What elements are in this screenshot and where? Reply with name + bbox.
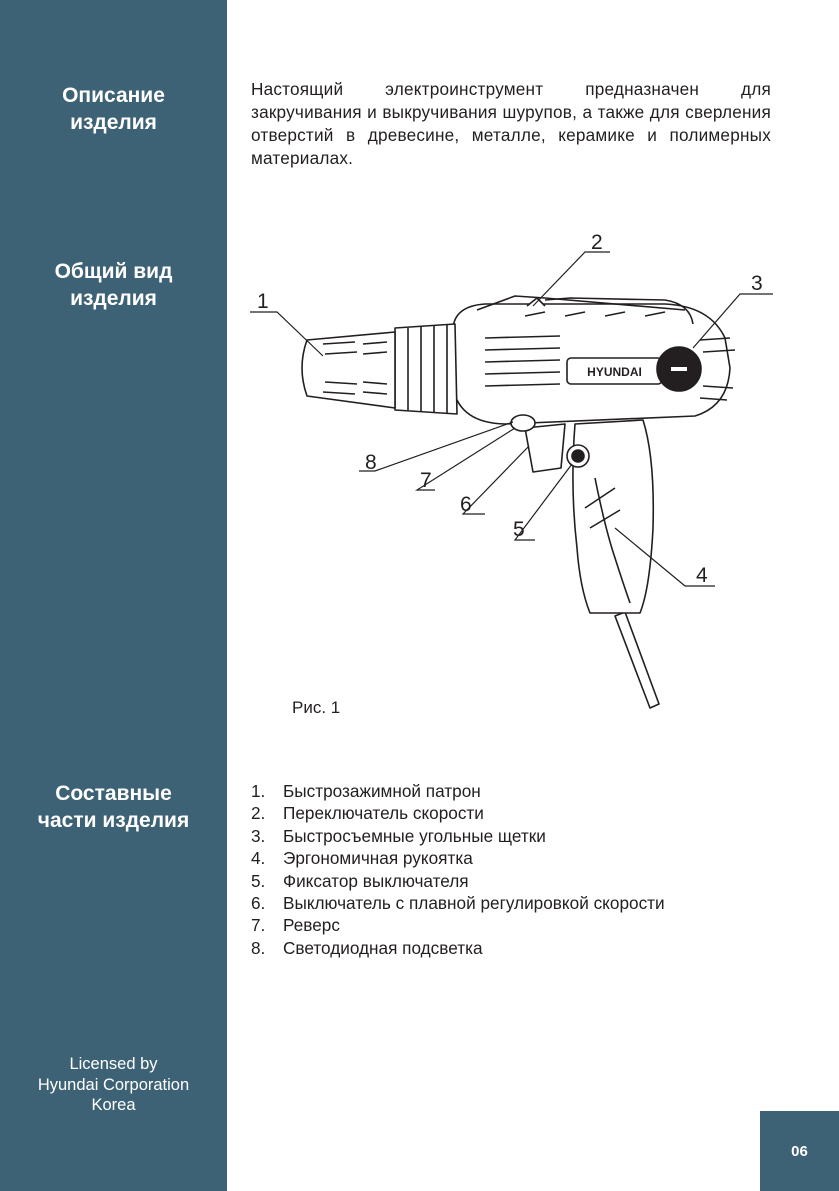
drill-handle	[572, 419, 655, 614]
list-item-label: Быстросъемные угольные щетки	[283, 825, 546, 846]
list-item-number: 6.	[251, 893, 266, 914]
power-cable	[614, 611, 660, 709]
callout-8: 8	[365, 451, 377, 474]
drill-figure: HYUNDAI 1 2 3 4 5 6 7 8	[245, 228, 785, 728]
callout-5: 5	[513, 518, 525, 541]
figure-caption: Рис. 1	[292, 698, 341, 717]
trigger	[524, 423, 566, 473]
callout-6: 6	[460, 493, 472, 516]
list-item-number: 1.	[251, 781, 266, 801]
list-item-label: Светодиодная подсветка	[283, 937, 483, 958]
heading-description-line2: изделия	[70, 111, 157, 134]
product-description: Настоящий электроинструмент предназначен…	[251, 79, 771, 168]
list-item-label: Эргономичная рукоятка	[283, 848, 473, 869]
list-item-label: Переключатель скорости	[283, 803, 484, 824]
parts-list: 1. Быстрозажимной патрон 2. Переключатель …	[251, 780, 665, 959]
list-item: 8. Светодиодная подсветка	[251, 937, 665, 959]
license-line2: Hyundai Corporation	[37, 1075, 190, 1094]
list-item-label: Выключатель с плавной регулировкой скоро…	[283, 893, 665, 914]
heading-view-line2: изделия	[70, 287, 157, 310]
heading-parts-line2: части изделия	[37, 809, 190, 832]
list-item-label: Фиксатор выключателя	[283, 870, 469, 891]
list-item-number: 2.	[251, 803, 266, 824]
list-item-number: 7.	[251, 915, 266, 936]
heading-parts-line1: Составные	[55, 782, 172, 805]
heading-description-line1: Описание	[62, 84, 165, 107]
list-item: 4. Эргономичная рукоятка	[251, 847, 665, 869]
drill-illustration: HYUNDAI 1 2 3 4 5 6 7 8	[250, 231, 773, 709]
heading-general-view: Общий вид изделия	[0, 258, 227, 312]
page-number: 06	[791, 1142, 808, 1160]
sidebar: Описание изделия Общий вид изделия Соста…	[0, 0, 227, 1191]
callout-1: 1	[257, 290, 269, 313]
page-number-box: 06	[760, 1111, 839, 1191]
list-item: 1. Быстрозажимной патрон	[251, 780, 665, 802]
license-line3: Korea	[91, 1096, 136, 1114]
list-item: 2. Переключатель скорости	[251, 802, 665, 824]
license-note: Licensed by Hyundai Corporation Korea	[0, 1054, 227, 1116]
list-item: 7. Реверс	[251, 914, 665, 936]
list-item-label: Быстрозажимной патрон	[283, 781, 481, 801]
heading-components: Составные части изделия	[0, 780, 227, 834]
list-item-number: 8.	[251, 937, 266, 958]
keyless-chuck	[301, 331, 396, 409]
callout-3: 3	[751, 272, 763, 295]
list-item-label: Реверс	[283, 915, 340, 936]
list-item: 6. Выключатель с плавной регулировкой ско…	[251, 892, 665, 914]
list-item-number: 5.	[251, 870, 266, 891]
license-line1: Licensed by	[69, 1055, 158, 1073]
callout-2: 2	[591, 231, 603, 254]
list-item: 3. Быстросъемные угольные щетки	[251, 825, 665, 847]
heading-view-line1: Общий вид	[54, 260, 173, 283]
callout-4: 4	[696, 564, 708, 587]
list-item: 5. Фиксатор выключателя	[251, 870, 665, 892]
heading-description: Описание изделия	[0, 82, 227, 136]
callout-7: 7	[420, 469, 432, 492]
brand-text: HYUNDAI	[587, 365, 642, 379]
list-item-number: 3.	[251, 825, 266, 846]
list-item-number: 4.	[251, 848, 266, 869]
